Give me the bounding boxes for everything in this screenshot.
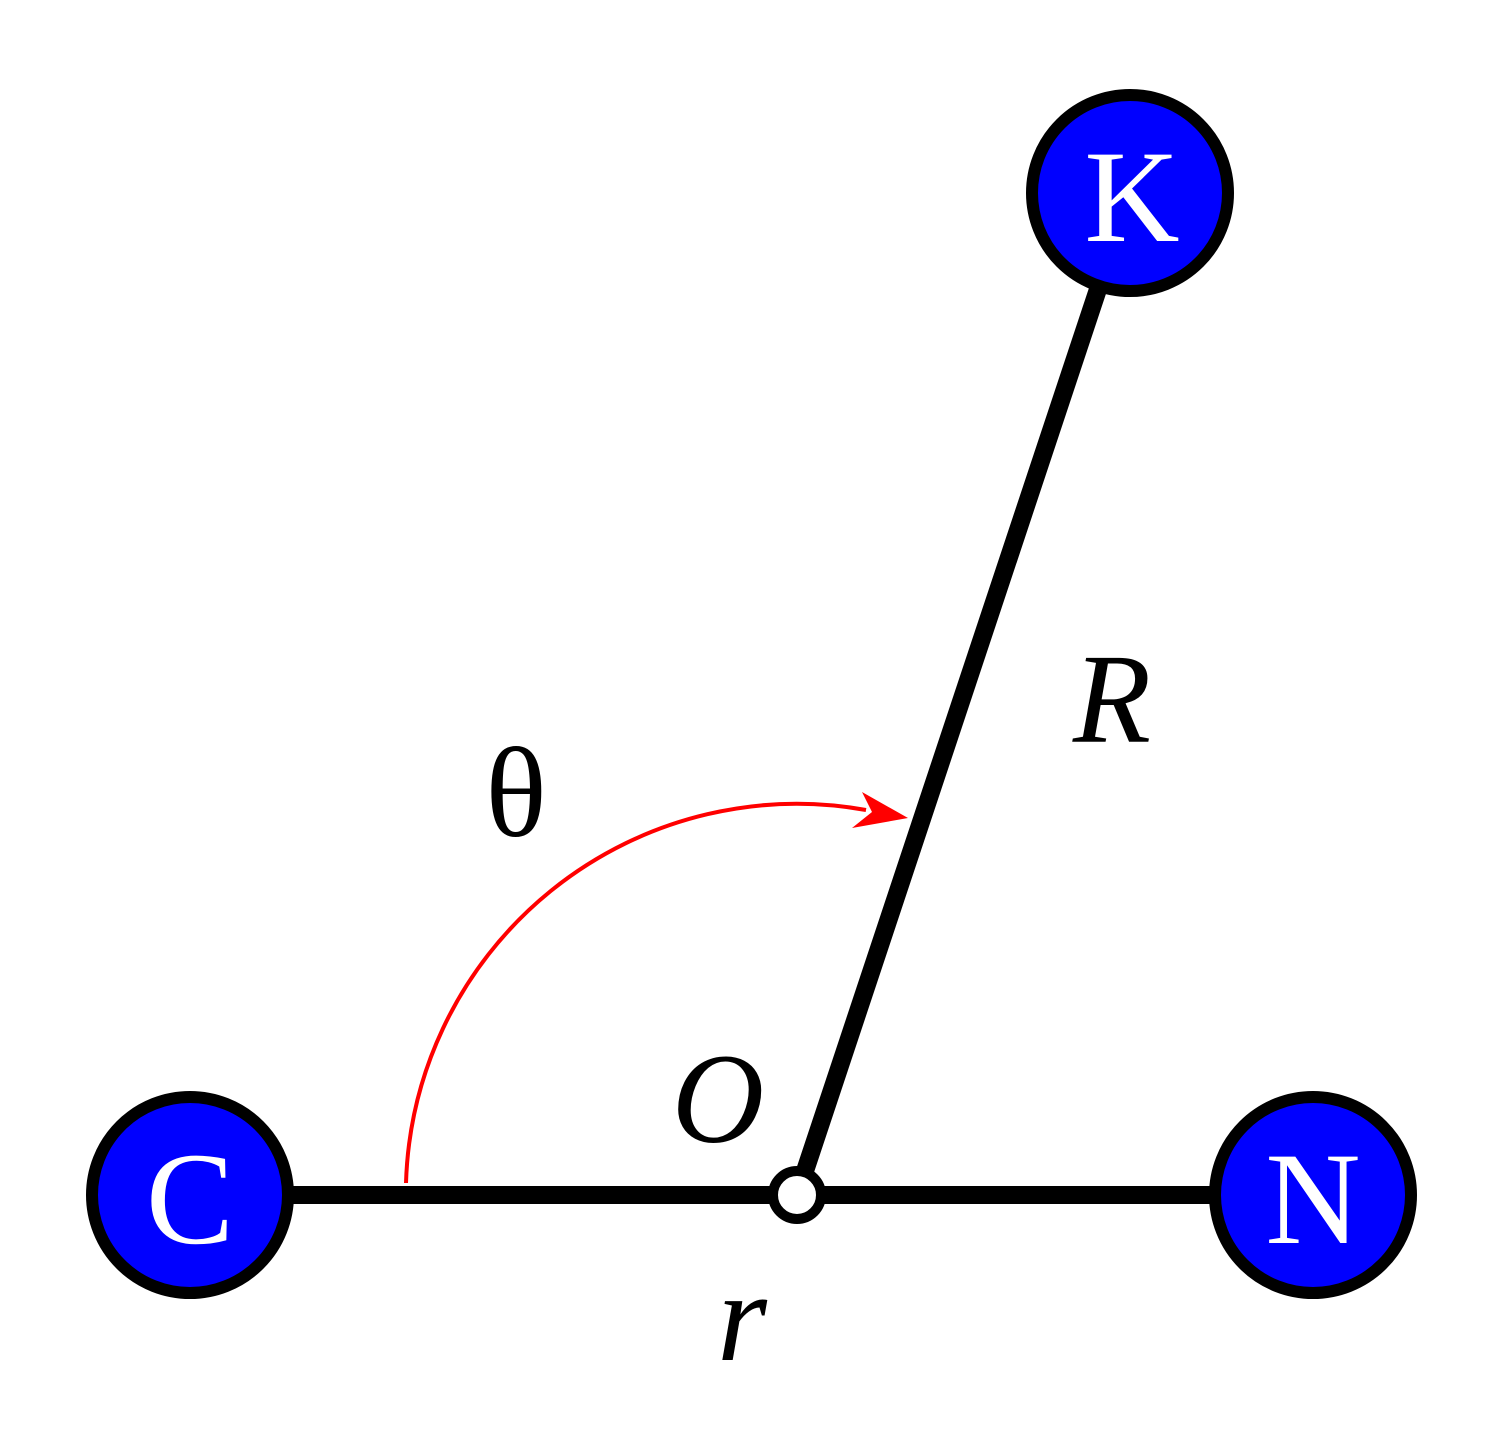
node-n: N: [1209, 1091, 1417, 1299]
node-c: C: [86, 1091, 294, 1299]
angle-arc: [404, 801, 867, 1184]
node-k: K: [1026, 89, 1234, 297]
node-c-label: C: [146, 1125, 234, 1272]
bond-o-k: [788, 190, 1139, 1198]
small-r-label: r: [717, 1246, 768, 1388]
origin-point: [768, 1166, 826, 1224]
arrowhead-icon: [852, 792, 908, 828]
node-k-label: K: [1084, 123, 1179, 270]
node-n-label: N: [1265, 1125, 1360, 1272]
theta-label: θ: [485, 722, 546, 864]
big-r-label: R: [1072, 628, 1151, 770]
origin-label: O: [672, 1028, 764, 1170]
